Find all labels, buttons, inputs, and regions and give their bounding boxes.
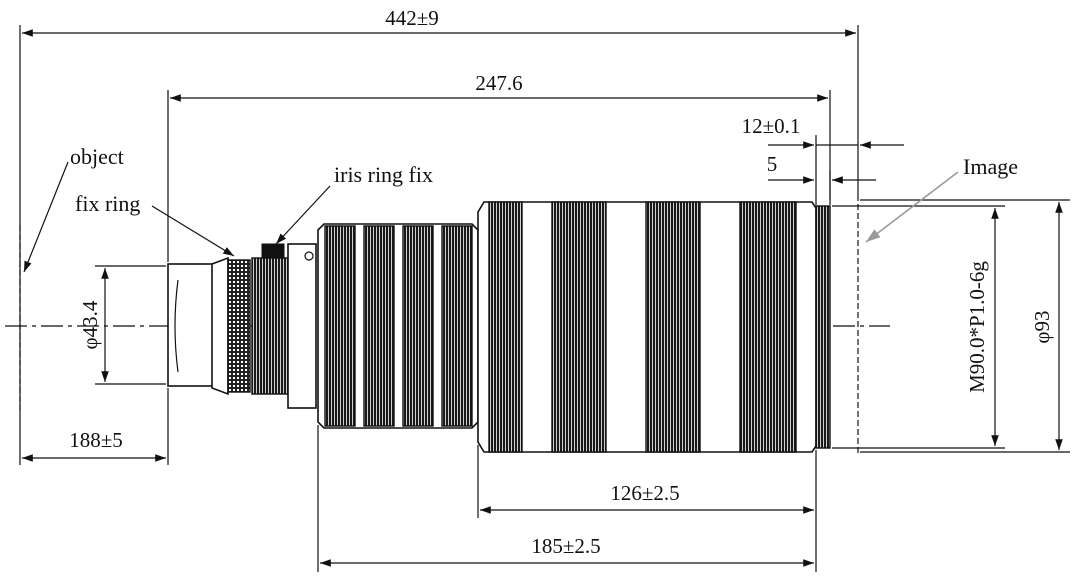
thread-depth-label: 5 xyxy=(767,152,778,176)
front-diameter-label: φ43.4 xyxy=(78,300,102,349)
mount-thread-label: M90.0*P1.0-6g xyxy=(965,261,989,393)
front-lens-curve xyxy=(174,279,179,373)
mid-ring-2 xyxy=(363,225,395,427)
mid-ring-3 xyxy=(402,225,434,427)
fix-ring xyxy=(227,259,251,393)
dim-outer-diameter: φ93 xyxy=(860,199,1070,453)
dim-object-distance: 188±5 xyxy=(21,388,169,465)
dim-total-length: 442±9 xyxy=(21,6,859,195)
mid-ring-1 xyxy=(324,225,356,427)
barrel-section-label: 185±2.5 xyxy=(531,534,600,558)
image-label: Image xyxy=(963,154,1018,179)
iris-ring xyxy=(251,257,289,395)
total-length-label: 442±9 xyxy=(385,6,439,30)
dim-lens-length: 247.6 xyxy=(167,71,831,262)
rear-ring-1 xyxy=(488,201,523,453)
dim-barrel-section: 185±2.5 xyxy=(317,425,814,572)
dim-front-diameter: φ43.4 xyxy=(78,265,166,385)
rear-section-label: 126±2.5 xyxy=(610,481,679,505)
mount-screw xyxy=(304,251,314,261)
mount-thread xyxy=(815,205,831,449)
object-label: object xyxy=(70,144,124,169)
callout-object: object xyxy=(23,144,124,273)
fix-ring-label: fix ring xyxy=(75,191,140,216)
lens-body xyxy=(167,201,831,453)
rear-ring-3 xyxy=(645,201,701,453)
rear-ring-4 xyxy=(739,201,797,453)
dim-thread-depth: 5 xyxy=(767,152,876,205)
dim-flange-back: 12±0.1 xyxy=(742,114,904,205)
dim-rear-section: 126±2.5 xyxy=(477,445,817,572)
lens-length-label: 247.6 xyxy=(475,71,522,95)
callout-iris-ring-fix: iris ring fix xyxy=(275,162,433,245)
iris-ring-fix-knob xyxy=(261,243,285,259)
front-taper xyxy=(211,256,229,396)
flange-back-label: 12±0.1 xyxy=(742,114,801,138)
mid-ring-4 xyxy=(441,225,473,427)
mount-block xyxy=(287,243,317,409)
dim-mount-thread: M90.0*P1.0-6g xyxy=(832,205,1005,449)
object-distance-label: 188±5 xyxy=(69,428,123,452)
iris-ring-fix-label: iris ring fix xyxy=(334,162,433,187)
rear-ring-2 xyxy=(551,201,607,453)
outer-diameter-label: φ93 xyxy=(1030,310,1054,343)
callout-fix-ring: fix ring xyxy=(75,191,235,257)
callout-image: Image xyxy=(865,154,1018,243)
